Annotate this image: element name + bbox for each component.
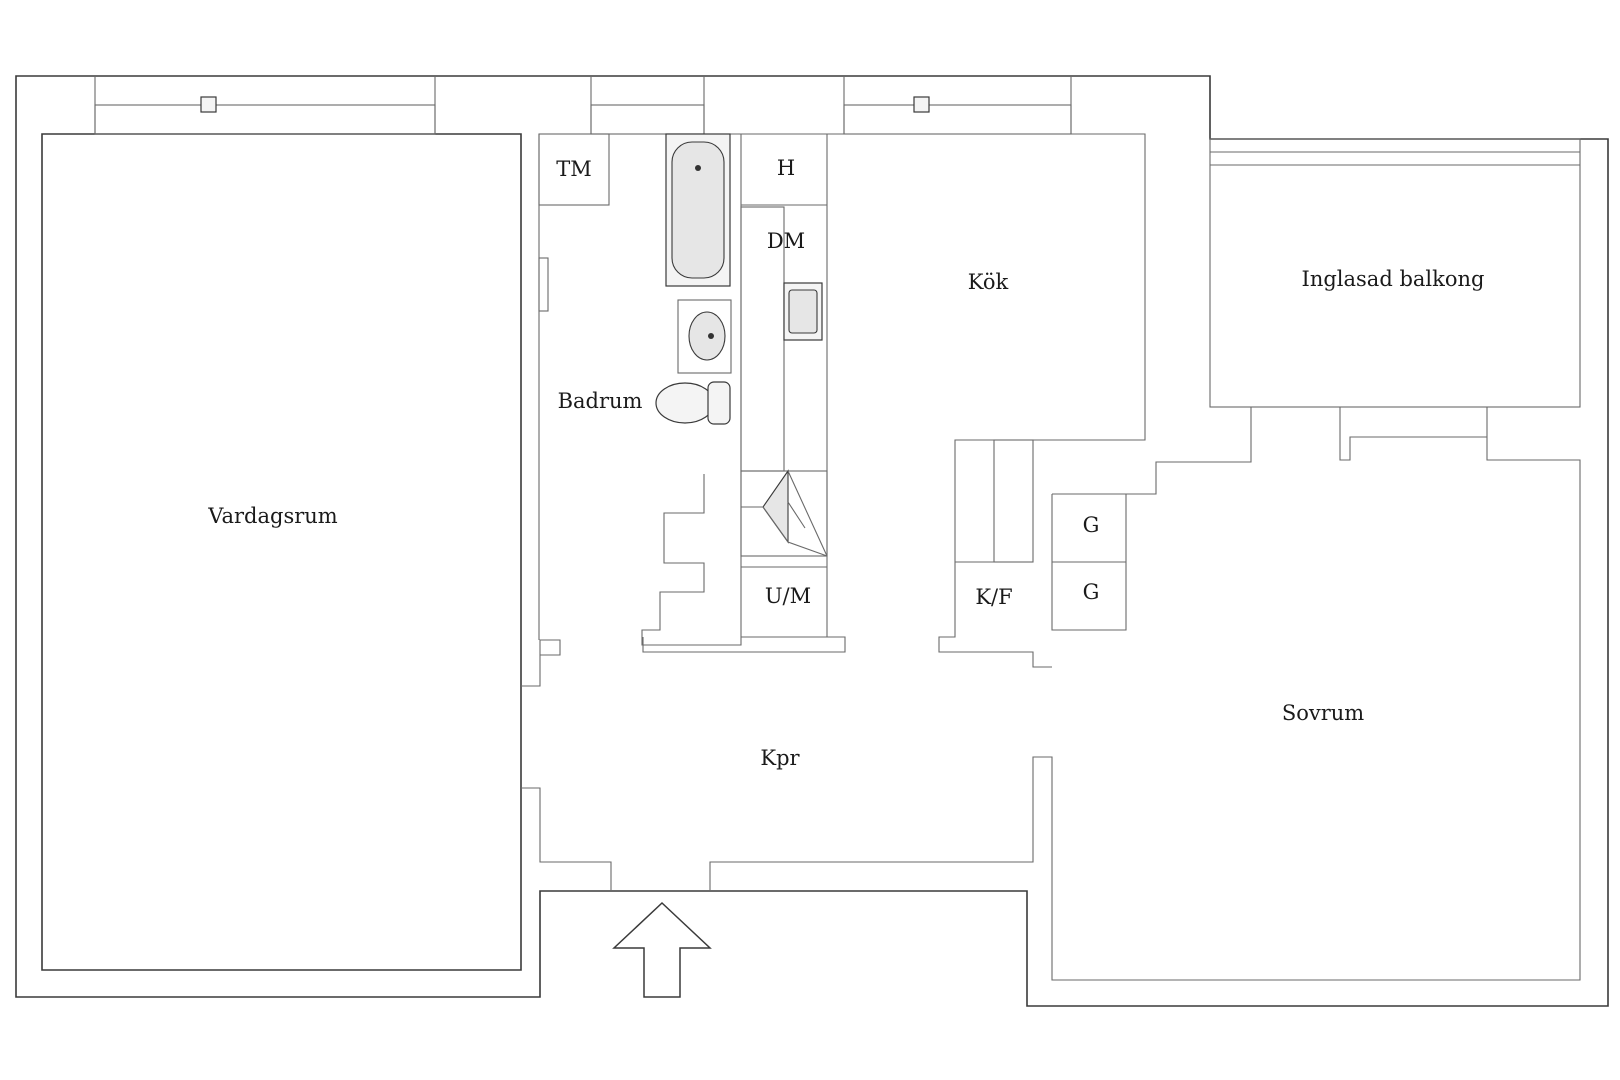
room-label-kok: Kök <box>968 270 1009 294</box>
stove-hood-icon <box>740 469 828 557</box>
room-label-kf: K/F <box>975 585 1012 609</box>
tm-cabinet <box>538 133 610 206</box>
windows <box>94 76 1072 135</box>
room-label-g1: G <box>1083 513 1100 537</box>
room-label-sovrum: Sovrum <box>1282 701 1364 725</box>
room-label-badrum: Badrum <box>558 389 643 413</box>
bathroom-door-frame <box>538 257 549 312</box>
entrance-arrow-icon <box>612 901 712 998</box>
badrum-walls <box>538 133 742 646</box>
tall-cabinet <box>993 439 1034 563</box>
balkong-walls <box>1209 138 1581 461</box>
room-label-um: U/M <box>765 584 811 608</box>
sink-icon <box>677 299 732 374</box>
kitchen-sink-icon <box>783 282 823 341</box>
room-label-kpr: Kpr <box>760 746 800 770</box>
window-latch-icon <box>200 96 217 113</box>
room-label-balkong: Inglasad balkong <box>1302 267 1485 291</box>
window-latch-icon <box>913 96 930 113</box>
closets <box>1051 407 1252 631</box>
toilet-icon <box>655 381 731 425</box>
kok-walls <box>827 133 1146 668</box>
room-label-dm: DM <box>767 229 805 253</box>
room-label-h: H <box>777 156 795 180</box>
room-label-g2: G <box>1083 580 1100 604</box>
outer-walls <box>15 75 1609 1007</box>
vardagsrum-walls <box>41 133 1581 981</box>
room-label-vardagsrum: Vardagsrum <box>207 504 338 528</box>
room-label-tm: TM <box>556 157 592 181</box>
bathtub-icon <box>665 133 731 287</box>
